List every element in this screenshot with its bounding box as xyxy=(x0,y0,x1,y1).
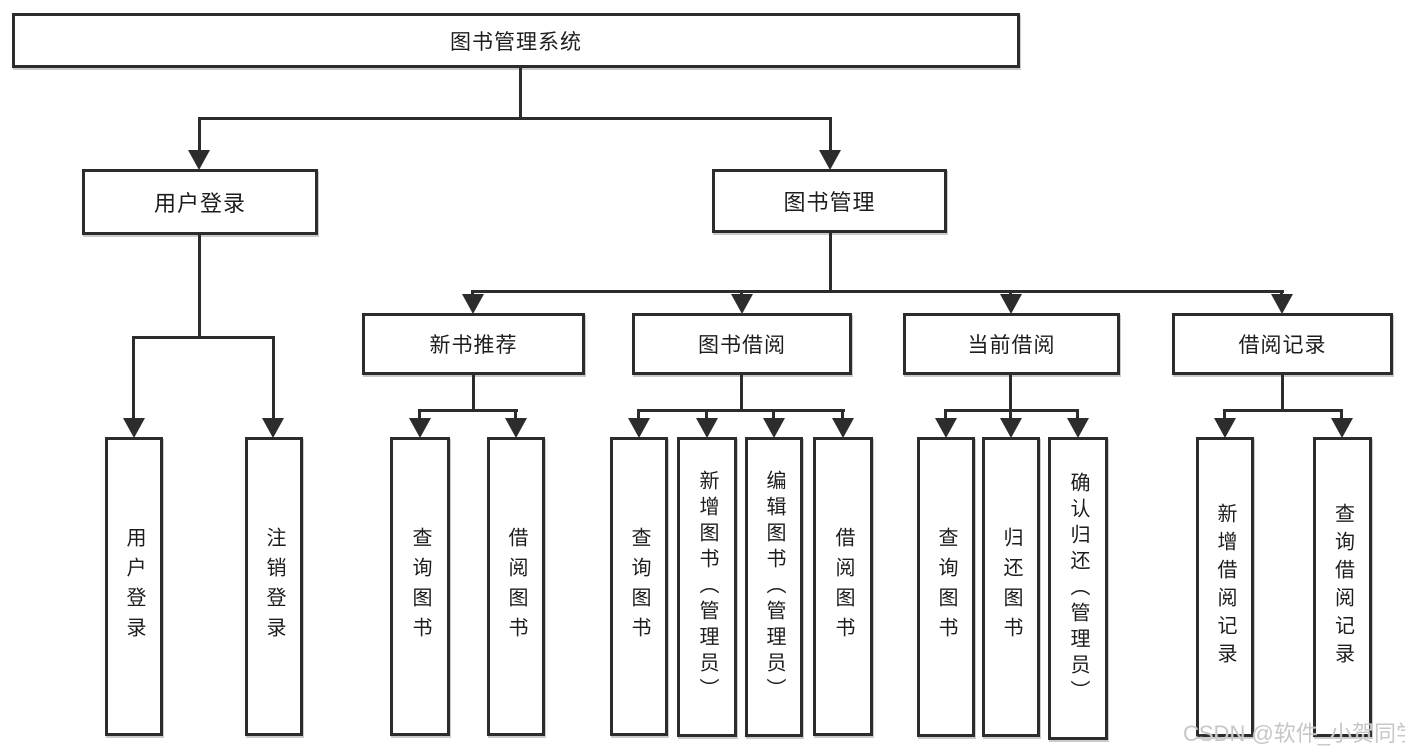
connector-new-books-branch xyxy=(419,409,518,412)
arrow-down-icon xyxy=(1000,418,1022,438)
connector-new-books-down xyxy=(472,374,475,411)
arrow-down-icon xyxy=(505,418,527,438)
leaf-nb-borrow-books: 借阅图书 xyxy=(487,437,545,736)
arrow-down-icon xyxy=(188,150,210,170)
arrow-down-icon xyxy=(763,418,785,438)
arrow-down-icon xyxy=(935,418,957,438)
arrow-down-icon xyxy=(1214,418,1236,438)
arrow-down-icon xyxy=(262,418,284,438)
arrow-down-icon xyxy=(123,418,145,438)
arrow-down-icon xyxy=(731,294,753,314)
connector-borrow-records-branch xyxy=(1224,409,1343,412)
connector-stem xyxy=(944,409,947,423)
arrow-down-icon xyxy=(462,294,484,314)
leaf-cb-return-books: 归还图书 xyxy=(982,437,1040,737)
node-library-system: 图书管理系统 xyxy=(12,13,1020,68)
connector-stem xyxy=(418,409,421,423)
arrow-down-icon xyxy=(628,418,650,438)
node-user-login: 用户登录 xyxy=(82,169,318,235)
connector-stem xyxy=(1009,409,1012,423)
connector-user-login-branch xyxy=(133,336,275,339)
connector-stem xyxy=(841,409,844,423)
connector-stem xyxy=(1076,409,1079,423)
connector-to-user-login xyxy=(198,117,201,152)
node-current-borrow: 当前借阅 xyxy=(903,313,1120,375)
arrow-down-icon xyxy=(819,150,841,170)
connector-stem xyxy=(514,409,517,423)
node-book-mgmt: 图书管理 xyxy=(712,169,947,233)
connector-level3-branch xyxy=(472,290,1284,293)
leaf-user-login: 用户登录 xyxy=(105,437,163,736)
connector-stem xyxy=(705,409,708,423)
connector-stem xyxy=(772,409,775,423)
arrow-down-icon xyxy=(1000,294,1022,314)
leaf-bb-query-books: 查询图书 xyxy=(610,437,668,736)
leaf-br-query-record: 查询借阅记录 xyxy=(1313,437,1372,737)
leaf-br-add-record: 新增借阅记录 xyxy=(1196,437,1254,737)
arrow-down-icon xyxy=(1067,418,1089,438)
connector-level2-branch xyxy=(198,117,832,120)
arrow-down-icon xyxy=(832,418,854,438)
connector-root-down xyxy=(519,66,522,118)
leaf-cb-query-books: 查询图书 xyxy=(917,437,975,737)
node-book-borrow: 图书借阅 xyxy=(632,313,852,375)
connector-stem xyxy=(1340,409,1343,423)
leaf-cb-confirm-return: 确认归还（管理员） xyxy=(1048,437,1108,740)
arrow-down-icon xyxy=(409,418,431,438)
connector-to-book-mgmt xyxy=(829,117,832,152)
connector-current-borrow-down xyxy=(1009,374,1012,411)
leaf-logout: 注销登录 xyxy=(245,437,303,736)
leaf-nb-query-books: 查询图书 xyxy=(390,437,450,736)
connector-borrow-records-down xyxy=(1281,374,1284,411)
arrow-down-icon xyxy=(1331,418,1353,438)
leaf-bb-borrow-books: 借阅图书 xyxy=(813,437,873,736)
watermark: CSDN @软件_小贺同学 xyxy=(1183,721,1405,746)
leaf-bb-edit-books: 编辑图书（管理员） xyxy=(745,437,803,737)
node-borrow-records: 借阅记录 xyxy=(1172,313,1393,375)
connector-stem xyxy=(132,336,135,420)
connector-stem xyxy=(637,409,640,423)
connector-stem xyxy=(1223,409,1226,423)
connector-book-mgmt-down xyxy=(829,231,832,292)
leaf-bb-add-books: 新增图书（管理员） xyxy=(677,437,737,737)
connector-book-borrow-branch xyxy=(638,409,845,412)
connector-user-login-down xyxy=(198,234,201,338)
connector-stem xyxy=(272,336,275,420)
node-new-books: 新书推荐 xyxy=(362,313,585,375)
arrow-down-icon xyxy=(696,418,718,438)
arrow-down-icon xyxy=(1271,294,1293,314)
connector-book-borrow-down xyxy=(740,374,743,411)
connector-current-borrow-branch xyxy=(945,409,1079,412)
